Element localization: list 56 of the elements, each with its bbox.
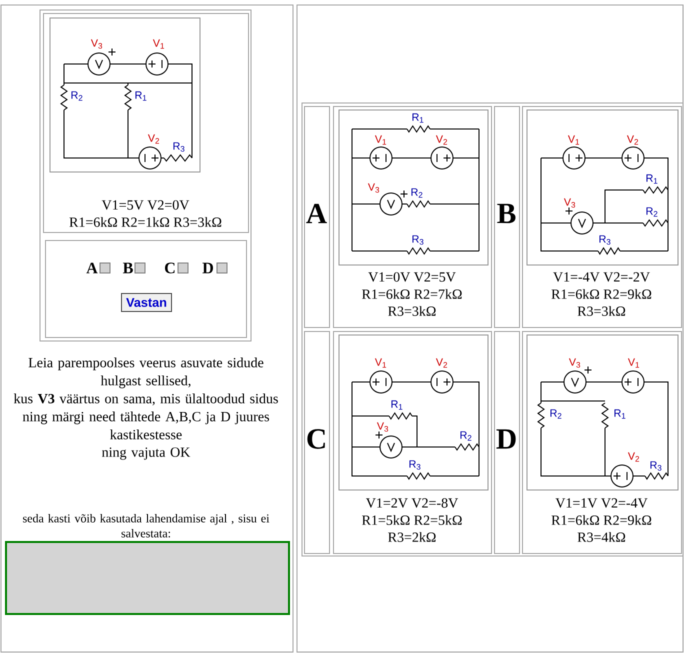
value-text: R1=6kΩ R2=9kΩ	[552, 515, 652, 525]
component-label: V$_{2}$	[436, 135, 448, 145]
component-label: R$_{1}$	[614, 409, 626, 419]
component-label: R$_{1}$	[135, 91, 146, 101]
component-label: V$_{3}$	[376, 422, 388, 432]
field-caption: seda kasti võib kasutada lahendamise ajal , sisu ei salvestata:	[23, 514, 270, 538]
value-text: R3=2kΩ	[388, 532, 436, 542]
component-label: V$_{2}$	[626, 135, 638, 145]
value-text: R1=6kΩ R2=9kΩ	[552, 289, 652, 299]
component-label: V$_{3}$	[368, 183, 380, 193]
instruction-text: ning vajuta OK	[102, 448, 190, 460]
component-label: V$_{3}$	[564, 198, 576, 208]
component-label: R$_{1}$	[412, 113, 424, 123]
component-label: V$_{2}$	[628, 452, 640, 462]
checkbox-label: A	[86, 262, 98, 274]
value-text: V1=5V V2=0V	[102, 200, 190, 210]
value-text: R3=4kΩ	[578, 532, 626, 542]
value-text: R1=5kΩ R2=5kΩ	[362, 515, 462, 525]
value-text: V1=1V V2=-4V	[555, 498, 648, 508]
component-label: R$_{1}$	[391, 400, 402, 410]
component-label: R$_{2}$	[71, 91, 82, 101]
component-label: R$_{3}$	[173, 142, 184, 152]
value-text: R1=6kΩ R2=7kΩ	[362, 289, 462, 299]
value-text: R1=6kΩ R2=1kΩ R3=3kΩ	[69, 217, 222, 227]
component-label: R$_{2}$	[411, 188, 422, 198]
component-label: V$_{2}$	[436, 358, 448, 368]
value-text: V1=2V V2=-8V	[366, 498, 458, 508]
component-label: R$_{2}$	[646, 207, 658, 217]
component-label: V$_{1}$	[628, 358, 640, 368]
component-label: V$_{1}$	[152, 39, 164, 49]
component-label: R$_{2}$	[460, 431, 472, 441]
instruction-text: kus V3 väärtus on sama, mis ülaltoodud sidus	[14, 394, 278, 406]
checkbox-label: B	[122, 262, 133, 274]
component-label: R$_{2}$	[550, 409, 562, 419]
component-label: V$_{1}$	[374, 358, 386, 368]
component-label: R$_{3}$	[412, 235, 424, 245]
component-label: V$_{1}$	[374, 135, 386, 145]
value-text: R3=3kΩ	[388, 306, 436, 316]
component-label: R$_{1}$	[646, 174, 658, 184]
value-text: V1=0V V2=5V	[368, 272, 456, 282]
option-letter: C	[307, 429, 325, 449]
option-letter: B	[497, 204, 516, 224]
value-text: R3=3kΩ	[578, 306, 626, 316]
component-label: V$_{3}$	[568, 358, 580, 368]
submit-button: Vastan	[121, 293, 172, 312]
checkbox-label: C	[165, 262, 175, 274]
checkbox-label: D	[202, 262, 213, 274]
component-label: V$_{1}$	[568, 135, 580, 145]
component-label: V$_{3}$	[90, 39, 102, 49]
component-label: V$_{2}$	[148, 134, 160, 144]
option-letter: A	[306, 204, 327, 224]
component-label: R$_{3}$	[409, 460, 420, 470]
component-label: R$_{3}$	[650, 461, 662, 471]
component-label: R$_{3}$	[599, 235, 610, 245]
option-letter: D	[496, 429, 516, 449]
value-text: V1=-4V V2=-2V	[553, 272, 650, 282]
